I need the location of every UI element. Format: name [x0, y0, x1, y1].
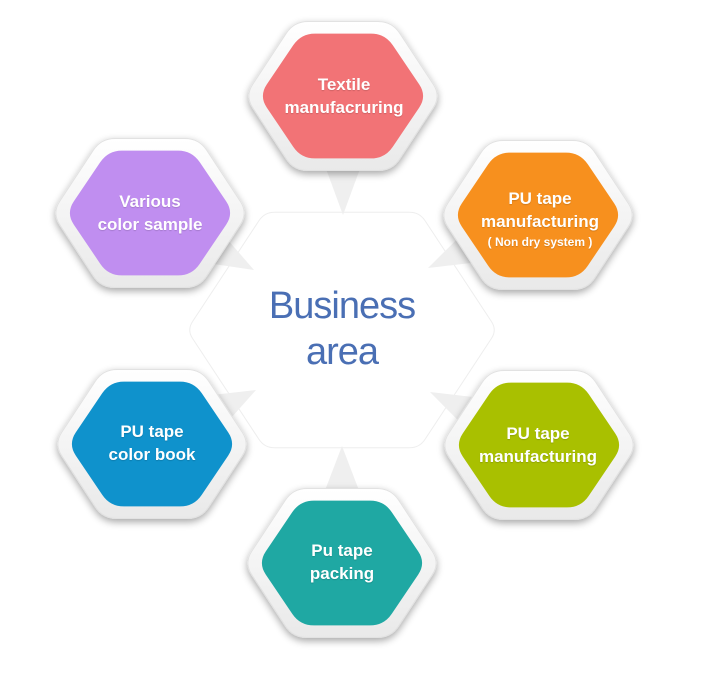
hexagon-fill	[69, 150, 231, 276]
center-title-line1: Business	[268, 285, 416, 327]
center-hexagon	[189, 211, 495, 449]
center-title-line2: area	[305, 331, 379, 373]
hex-pu-tape-manufacturing	[430, 370, 634, 520]
hexagon-fill	[261, 500, 423, 626]
hexagon-fill	[457, 152, 619, 278]
pointer-tail	[325, 166, 361, 215]
center-hexagon-shape	[189, 211, 495, 449]
hexagon-fill	[458, 382, 620, 508]
hexagon-fill	[71, 381, 233, 507]
hex-pu-tape-color-book	[57, 369, 256, 519]
business-area-hexagons	[55, 21, 634, 638]
center-title: Business area	[215, 283, 469, 375]
hex-textile-manufacturing	[248, 21, 438, 215]
hex-pu-tape-manufacturing-non-dry	[428, 140, 633, 290]
hexagon-fill	[262, 33, 424, 159]
hex-pu-tape-packing	[247, 446, 437, 638]
hex-various-color-sample	[55, 138, 254, 288]
pointer-tail	[324, 446, 360, 493]
